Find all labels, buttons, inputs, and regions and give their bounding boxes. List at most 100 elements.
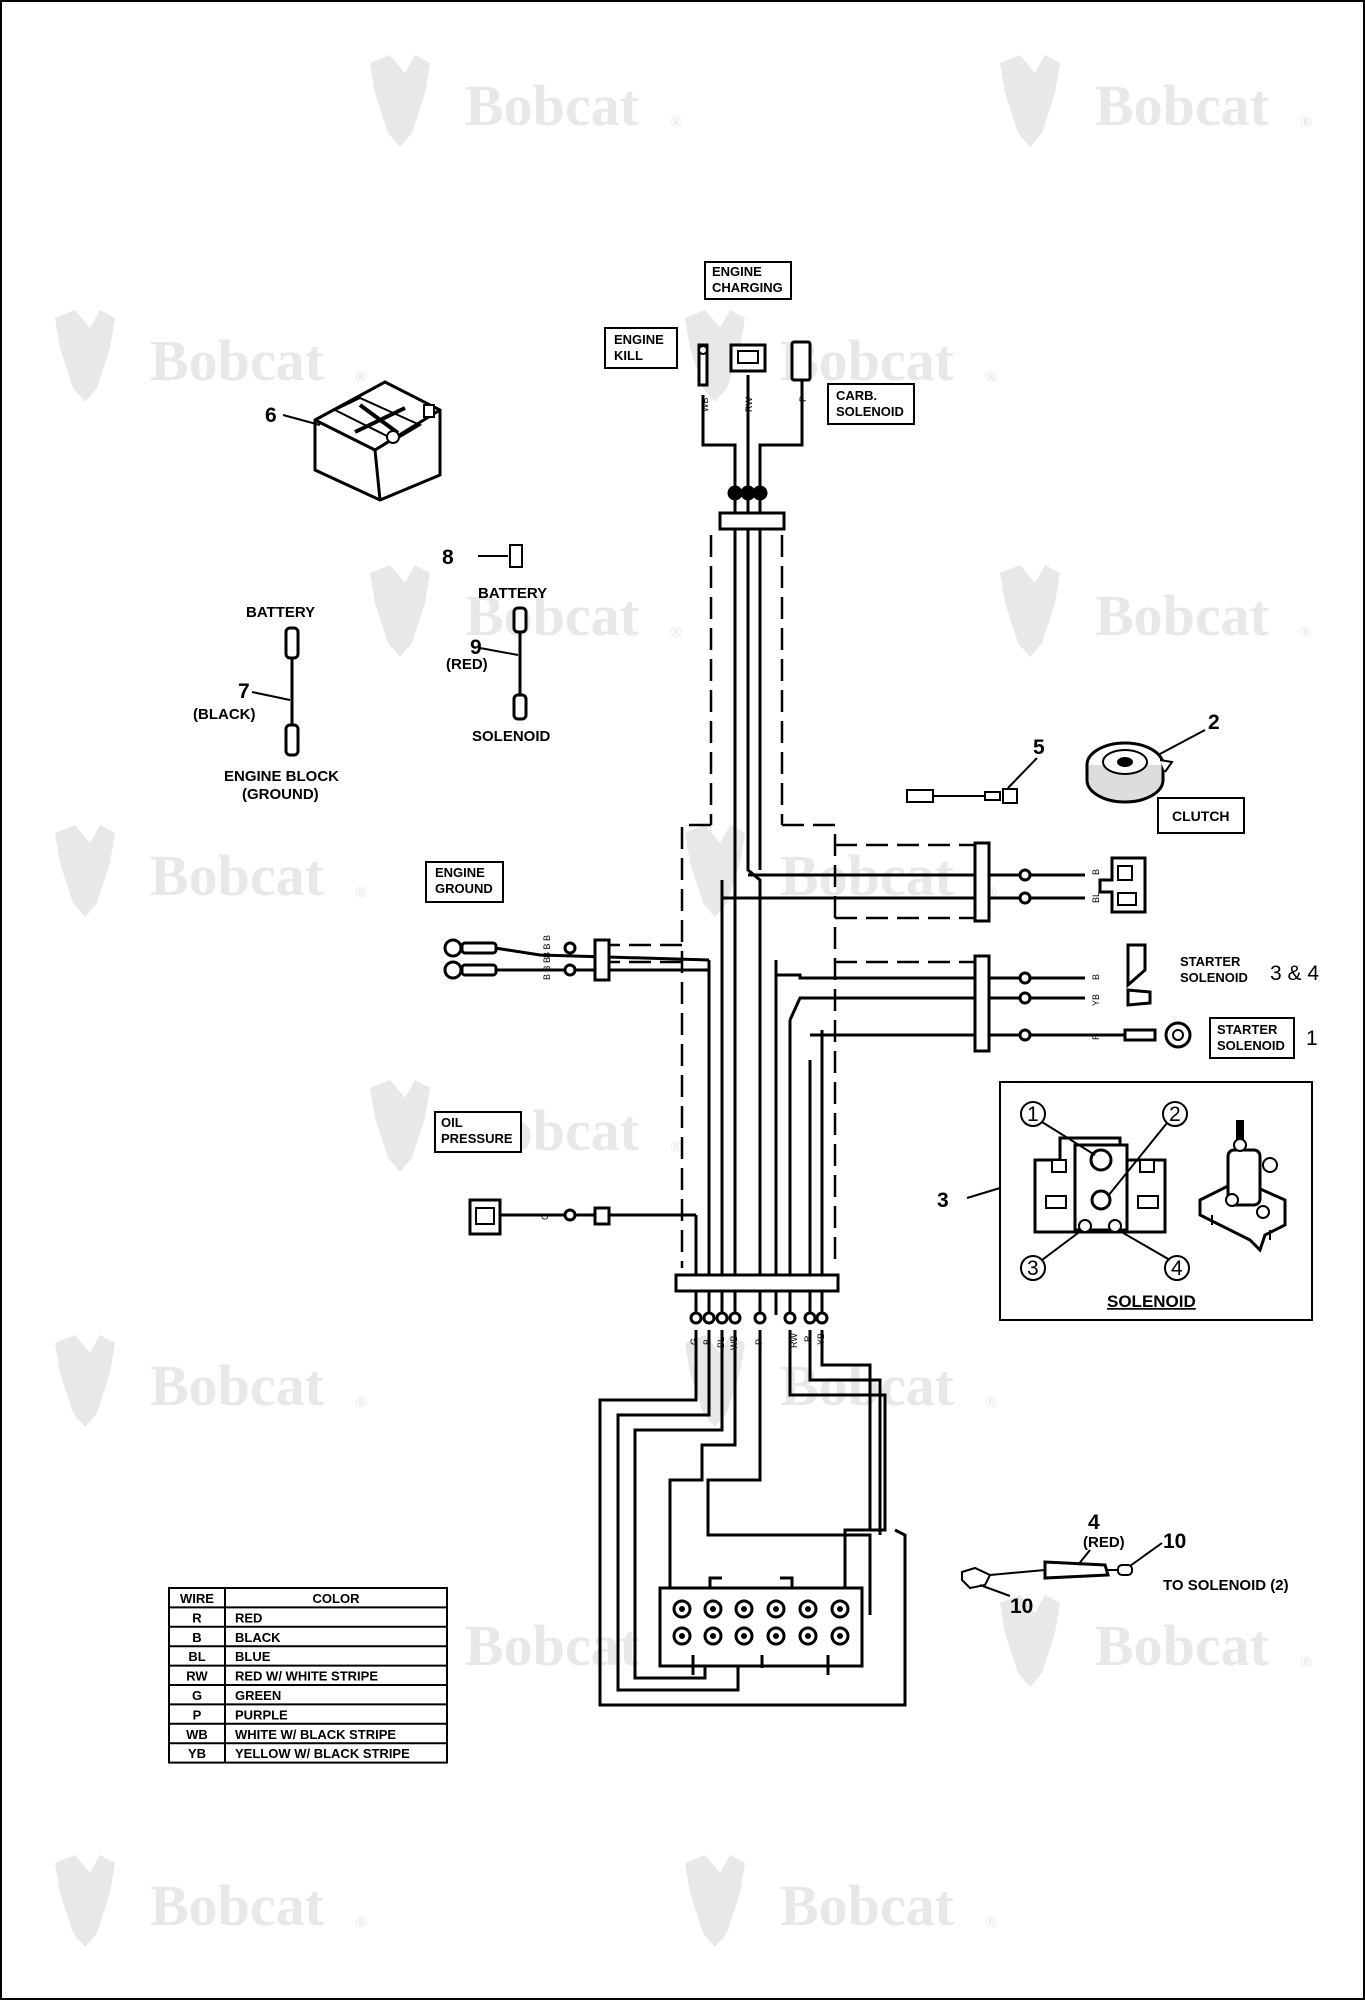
table-header-wire: WIRE — [180, 1591, 214, 1606]
label-battery: BATTERY — [478, 585, 547, 602]
callout-10: 10 — [1010, 1595, 1033, 1618]
solenoid-inset — [999, 1081, 1313, 1321]
label-oil-pressure: OIL PRESSURE — [434, 1111, 522, 1153]
table-cell-wire: R — [192, 1610, 202, 1625]
watermark-text: Bobcat — [780, 1873, 955, 1938]
label-starter-solenoid-box: STARTER SOLENOID — [1209, 1017, 1295, 1059]
watermark: Bobcat ® — [370, 565, 682, 657]
watermark-text: Bobcat — [465, 1613, 640, 1678]
watermark-mark: ® — [985, 1394, 997, 1411]
callout-7-sub: (BLACK) — [193, 706, 255, 723]
watermark: Bobcat ® — [685, 310, 997, 402]
watermark: Bobcat ® — [55, 1855, 367, 1947]
watermark-mark: ® — [355, 369, 367, 386]
table-cell-wire: WB — [186, 1727, 208, 1742]
label-line: STARTER — [1217, 1022, 1278, 1037]
watermark-mark: ® — [1300, 1654, 1312, 1671]
harness-clamp-oil — [593, 1206, 611, 1226]
engine-charging-connector — [729, 343, 767, 373]
watermark-text: Bobcat — [465, 583, 640, 648]
wire-tag: RW — [789, 1333, 799, 1348]
jumper-wire-icon — [906, 788, 1018, 804]
bobcat-logo-icon — [370, 1080, 430, 1172]
watermark: Bobcat ® — [1000, 565, 1312, 657]
harness-clamp-ground — [593, 938, 611, 982]
wire-tag: B — [1091, 869, 1101, 875]
label-engine-charging: ENGINE CHARGING — [704, 261, 792, 300]
callout-4-sub: (RED) — [1083, 1534, 1125, 1551]
solenoid-cable-icon — [961, 1560, 1133, 1590]
bobcat-logo-icon — [370, 55, 430, 147]
watermark-text: Bobcat — [150, 1873, 325, 1938]
wire-tag: G — [689, 1338, 699, 1345]
wire-tag: WB — [729, 1336, 739, 1351]
table-cell-color: RED — [235, 1610, 262, 1625]
label-line: GROUND — [435, 881, 493, 896]
watermark-mark: ® — [355, 884, 367, 901]
watermark-text: Bobcat — [150, 1353, 325, 1418]
label-line: ENGINE — [435, 865, 485, 880]
label-engine-ground: ENGINE GROUND — [425, 861, 504, 903]
table-cell-wire: RW — [186, 1669, 208, 1684]
harness-clamp-clutch — [973, 841, 991, 923]
label-engine-block: (GROUND) — [242, 786, 319, 803]
wire-tag: YB — [1091, 994, 1101, 1006]
watermark-mark: ® — [670, 114, 682, 131]
leader-line — [966, 1187, 1001, 1199]
table-cell-color: PURPLE — [235, 1707, 288, 1722]
terminal-boot-icon — [509, 544, 523, 568]
watermark-text: Bobcat — [1095, 583, 1270, 648]
leader-line — [282, 414, 321, 426]
wire-tag: P — [754, 1339, 764, 1345]
watermark-text: Bobcat — [1095, 73, 1270, 138]
label-line: PRESSURE — [441, 1131, 513, 1146]
engine-kill-connector — [697, 343, 709, 387]
wire-tag: B — [702, 1339, 712, 1345]
watermark: Bobcat ® — [1000, 55, 1312, 147]
watermark: Bobcat ® — [1000, 1595, 1312, 1687]
label-line: CARB. — [836, 388, 877, 403]
inset-callout-1: 1 — [1027, 1103, 1039, 1126]
wire-tag: B B B — [542, 935, 552, 958]
leader-line — [1077, 1549, 1091, 1566]
wire-tag: YB — [816, 1333, 826, 1345]
table-cell-color: WHITE W/ BLACK STRIPE — [235, 1727, 396, 1742]
callout-2: 2 — [1208, 711, 1220, 734]
label-line: ENGINE — [712, 264, 762, 279]
bobcat-logo-icon — [55, 310, 115, 402]
leader-line — [1007, 757, 1038, 789]
splice-dots — [563, 485, 1032, 1325]
table-frame — [168, 1587, 448, 1764]
label-line: ENGINE — [614, 332, 664, 347]
wire-tag: G — [540, 1213, 550, 1220]
label-solenoid: SOLENOID — [472, 728, 551, 745]
table-cell-wire: B — [192, 1630, 201, 1645]
carb-solenoid-connector — [790, 340, 812, 382]
main-12-pin-connector — [658, 1576, 864, 1675]
leader-line — [479, 647, 519, 656]
watermark-mark: ® — [1300, 624, 1312, 641]
battery-illustration — [313, 380, 442, 502]
label-engine-kill: ENGINE KILL — [604, 327, 678, 369]
callout-6: 6 — [265, 404, 277, 427]
callout-9: 9 — [470, 636, 482, 659]
inset-title: SOLENOID — [1107, 1292, 1196, 1311]
bobcat-logo-icon — [55, 1855, 115, 1947]
harness-clamp-bottom — [674, 1273, 840, 1293]
callout-1: 1 — [1306, 1027, 1318, 1050]
table-cell-color: RED W/ WHITE STRIPE — [235, 1669, 378, 1684]
label-line: SOLENOID — [836, 404, 904, 419]
table-cell-color: BLUE — [235, 1649, 271, 1664]
watermark-text: Bobcat — [780, 1353, 955, 1418]
harness-clamp-starter — [973, 954, 991, 1053]
callout-5: 5 — [1033, 736, 1045, 759]
inset-callout-3: 3 — [1027, 1257, 1039, 1280]
watermark-mark: ® — [670, 624, 682, 641]
label-line: CHARGING — [712, 280, 783, 295]
callout-3-and-4: 3 & 4 — [1270, 962, 1319, 985]
wire-tag: R — [803, 1335, 813, 1342]
callout-7: 7 — [238, 680, 250, 703]
clutch-illustration — [1085, 741, 1174, 804]
